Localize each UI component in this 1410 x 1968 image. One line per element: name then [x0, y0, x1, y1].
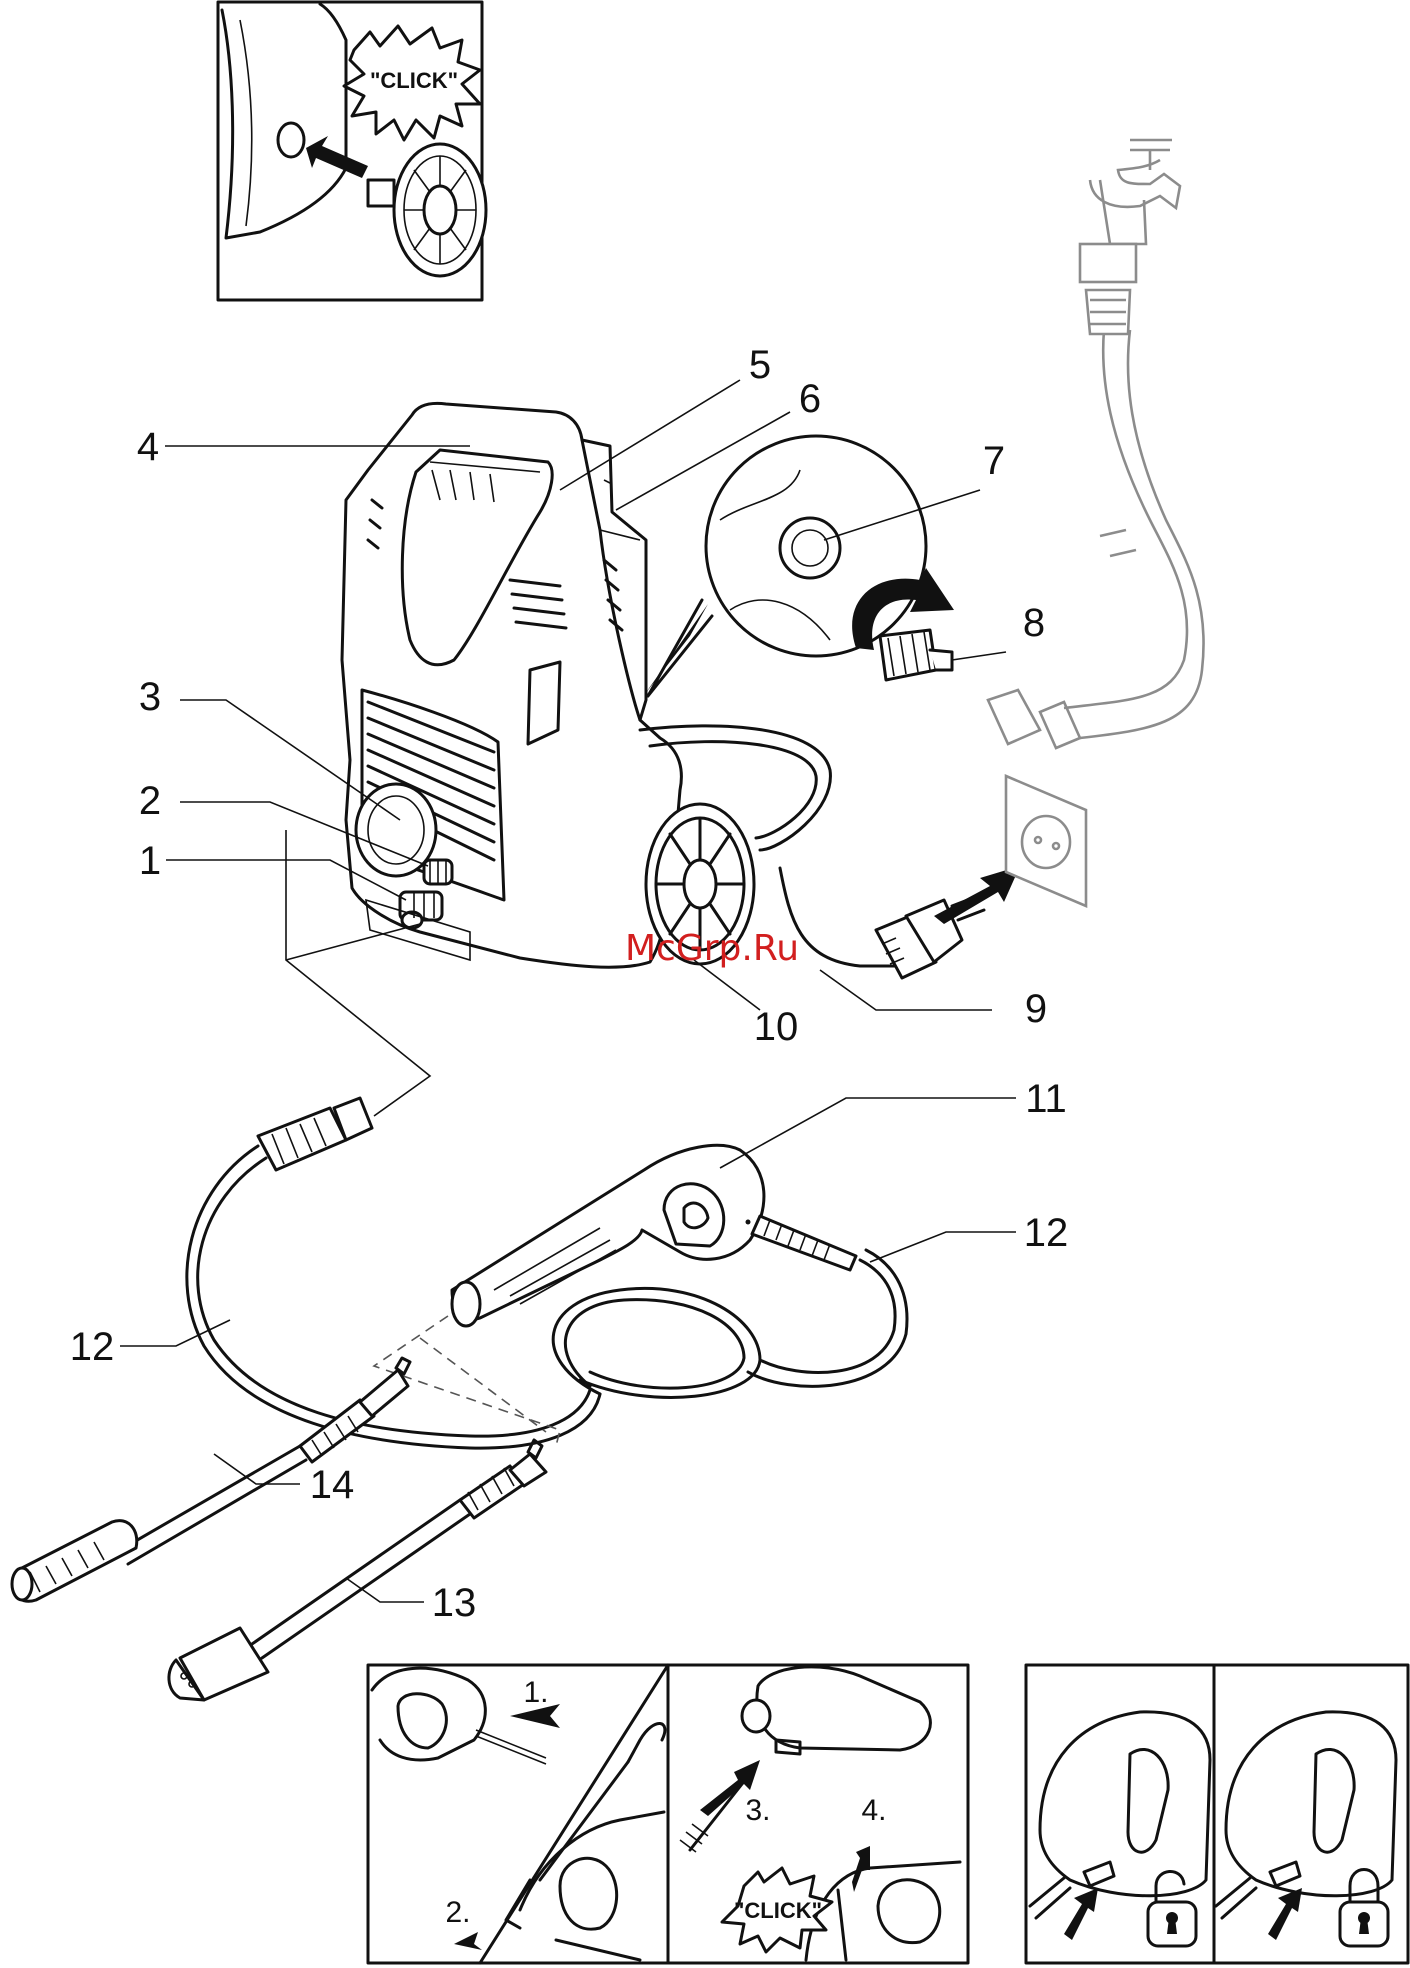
wall-socket-icon — [1006, 776, 1086, 906]
safety-lock-panel — [1026, 1665, 1408, 1963]
hose-coupling — [258, 1098, 372, 1170]
step-1-label: 1. — [523, 1676, 548, 1709]
water-tap-icon — [1080, 140, 1180, 334]
step-4-label: 4. — [861, 1794, 886, 1827]
callout-13: 13 — [432, 1581, 477, 1625]
step-2-label: 2. — [445, 1896, 470, 1929]
callout-4: 4 — [137, 425, 159, 469]
water-outlet — [424, 860, 452, 884]
water-supply-hose — [988, 330, 1204, 748]
callout-14: 14 — [310, 1463, 355, 1507]
callout-10: 10 — [754, 1005, 799, 1049]
callout-9: 9 — [1025, 987, 1047, 1031]
pressure-washer-unit — [342, 403, 754, 967]
callout-1: 1 — [139, 839, 161, 883]
callout-11: 11 — [1025, 1077, 1067, 1121]
watermark: McGrp.Ru — [625, 928, 799, 969]
step-3-label: 3. — [745, 1794, 770, 1827]
callout-2: 2 — [139, 779, 161, 823]
inlet-detail-circle — [645, 436, 954, 696]
callout-12-left: 12 — [70, 1325, 115, 1369]
callout-8: 8 — [1023, 601, 1045, 645]
callout-5: 5 — [749, 343, 771, 387]
inset-click-label: "CLICK" — [370, 68, 458, 93]
step4-click-label: "CLICK" — [734, 1898, 822, 1923]
spray-lance-13 — [169, 1440, 546, 1700]
arrow-to-socket-icon — [934, 866, 1020, 924]
callout-7: 7 — [983, 439, 1005, 483]
steps-panel: 1. 2. 3. 4. "CLICK" — [368, 1665, 968, 1963]
unit-housing — [342, 403, 681, 967]
inset-wheel-mounting: "CLICK" — [218, 2, 486, 300]
callout-12-right: 12 — [1024, 1211, 1069, 1255]
callout-6: 6 — [799, 377, 821, 421]
callout-3: 3 — [139, 675, 161, 719]
